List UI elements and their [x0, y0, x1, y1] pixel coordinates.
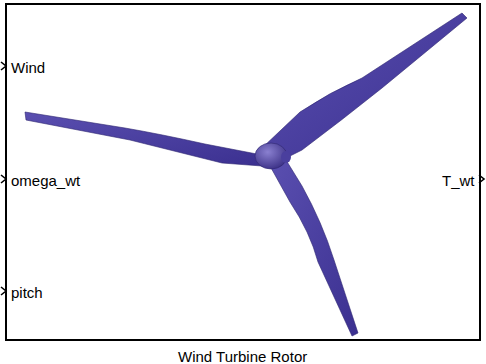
simulink-block: Wind Turbine RotorWindomega_wtpitchT_wt	[5, 3, 481, 341]
port-label: omega_wt	[11, 172, 80, 190]
port-label: pitch	[11, 284, 43, 302]
hub-nose	[281, 151, 291, 163]
block-name: Wind Turbine Rotor	[178, 348, 307, 364]
port-label: Wind	[11, 59, 45, 77]
rotor-blade	[262, 13, 467, 160]
port-label: T_wt	[442, 172, 475, 190]
rotor-blade	[25, 112, 262, 166]
rotor-blade	[270, 160, 358, 336]
